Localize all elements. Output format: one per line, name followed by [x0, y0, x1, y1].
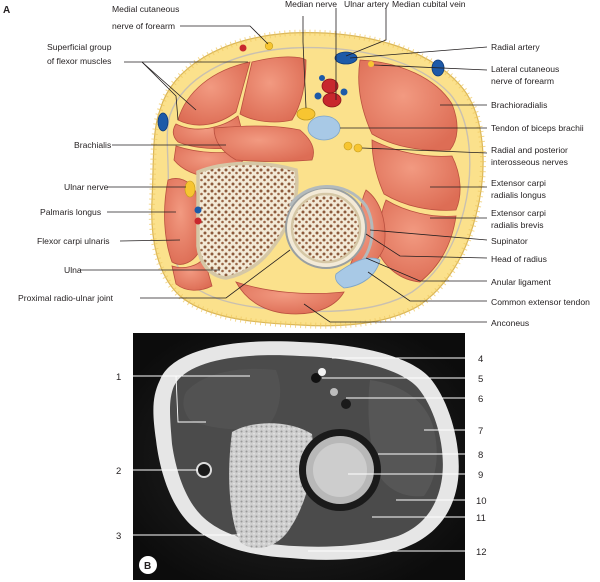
label-lateral-cutaneous-2: nerve of forearm	[491, 76, 554, 86]
label-ecrl-1: Extensor carpi	[491, 178, 546, 188]
label-anular-ligament: Anular ligament	[491, 277, 551, 287]
mri-fat-blob	[318, 368, 326, 376]
flexor-muscle-1	[177, 61, 251, 126]
flexor-muscle-3	[239, 56, 307, 123]
mri-number-7: 7	[478, 426, 483, 437]
mri-number-12: 12	[476, 547, 487, 558]
label-supinator: Supinator	[491, 236, 528, 246]
mri-lateral-muscle	[368, 380, 437, 497]
mri-number-2: 2	[116, 466, 121, 477]
mri-radius-marrow	[313, 443, 367, 497]
mri-ulnar-nerve	[196, 462, 212, 478]
median-nerve-shape	[296, 107, 316, 121]
label-head-of-radius: Head of radius	[491, 254, 547, 264]
label-brachioradialis: Brachioradialis	[491, 100, 547, 110]
basilic-vein-shape	[157, 112, 169, 132]
vein-small-1	[314, 92, 322, 100]
mri-number-10: 10	[476, 496, 487, 507]
radial-nerve-shape-1	[343, 141, 353, 151]
vein-small-3	[319, 75, 325, 81]
mri-vessel-3	[341, 399, 351, 409]
panel-b-badge	[139, 556, 157, 574]
label-ecrb-2: radialis brevis	[491, 220, 544, 230]
label-median-cubital-vein: Median cubital vein	[392, 0, 466, 9]
label-ecrb-1: Extensor carpi	[491, 208, 546, 218]
mri-number-9: 9	[478, 470, 483, 481]
mri-vessel-1	[311, 373, 321, 383]
label-superficial-2: of flexor muscles	[47, 56, 111, 66]
radius-head-spongy	[290, 192, 362, 264]
lateral-cutaneous-nerve-shape	[368, 61, 374, 67]
label-ecrl-2: radialis longus	[491, 190, 546, 200]
ulnar-vein-shape	[194, 206, 202, 214]
label-radial-artery: Radial artery	[491, 42, 540, 52]
mri-ulna	[229, 423, 313, 549]
mri-number-1: 1	[116, 372, 121, 383]
mri-number-8: 8	[478, 450, 483, 461]
mri-flexor-muscle	[183, 368, 281, 430]
ulna-bone	[196, 161, 299, 280]
label-radial-posterior-2: interosseous nerves	[491, 157, 568, 167]
label-radial-posterior-1: Radial and posterior	[491, 145, 568, 155]
label-superficial-1: Superficial group	[47, 42, 112, 52]
anular-ligament	[288, 185, 374, 272]
brachialis-muscle	[213, 125, 314, 162]
label-ulnar-nerve: Ulnar nerve	[64, 182, 109, 192]
panel-b-leader-lines	[124, 357, 470, 552]
ecrl-muscle	[371, 139, 461, 211]
vein-small-2	[340, 88, 348, 96]
radial-nerve-shape-2	[353, 143, 363, 153]
fat-texture	[148, 29, 486, 329]
biceps-tendon	[307, 115, 341, 141]
panel-a-letter: A	[3, 5, 10, 16]
label-medial-cutaneous-2: nerve of forearm	[112, 21, 175, 31]
median-cubital-vein-shape	[334, 51, 358, 65]
label-proximal-radio-ulnar-joint: Proximal radio-ulnar joint	[18, 293, 114, 303]
label-palmaris-longus: Palmaris longus	[40, 207, 101, 217]
label-flexor-carpi-ulnaris: Flexor carpi ulnaris	[37, 236, 110, 246]
label-median-nerve: Median nerve	[285, 0, 337, 9]
label-brachialis: Brachialis	[74, 140, 111, 150]
mri-number-3: 3	[116, 531, 121, 542]
label-anconeus: Anconeus	[491, 318, 529, 328]
label-common-extensor-tendon: Common extensor tendon	[491, 297, 590, 307]
label-ulna: Ulna	[64, 265, 82, 275]
palmaris-longus-muscle	[171, 257, 213, 291]
medial-cutaneous-nerve-shape	[264, 41, 274, 51]
ulnar-nerve-shape	[184, 180, 196, 198]
anconeus-muscle	[235, 281, 345, 315]
mri-number-6: 6	[478, 394, 483, 405]
flexor-carpi-ulnaris-muscle	[164, 178, 201, 265]
ulnar-artery-shape	[322, 92, 342, 108]
label-ulnar-artery: Ulnar artery	[344, 0, 390, 9]
panel-a-leader-lines	[80, 8, 488, 323]
mri-vessel-2	[330, 388, 338, 396]
common-extensor-tendon	[335, 257, 381, 289]
panel-b-letter: B	[144, 561, 151, 572]
mri-number-11: 11	[476, 513, 486, 524]
label-tendon-biceps: Tendon of biceps brachii	[491, 123, 584, 133]
mri-number-4: 4	[478, 354, 483, 365]
small-artery-top	[239, 44, 247, 52]
label-medial-cutaneous-1: Medial cutaneous	[112, 4, 179, 14]
mri-number-5: 5	[478, 374, 483, 385]
ulnar-recurrent-artery-shape	[194, 217, 202, 225]
label-lateral-cutaneous-1: Lateral cutaneous	[491, 64, 559, 74]
